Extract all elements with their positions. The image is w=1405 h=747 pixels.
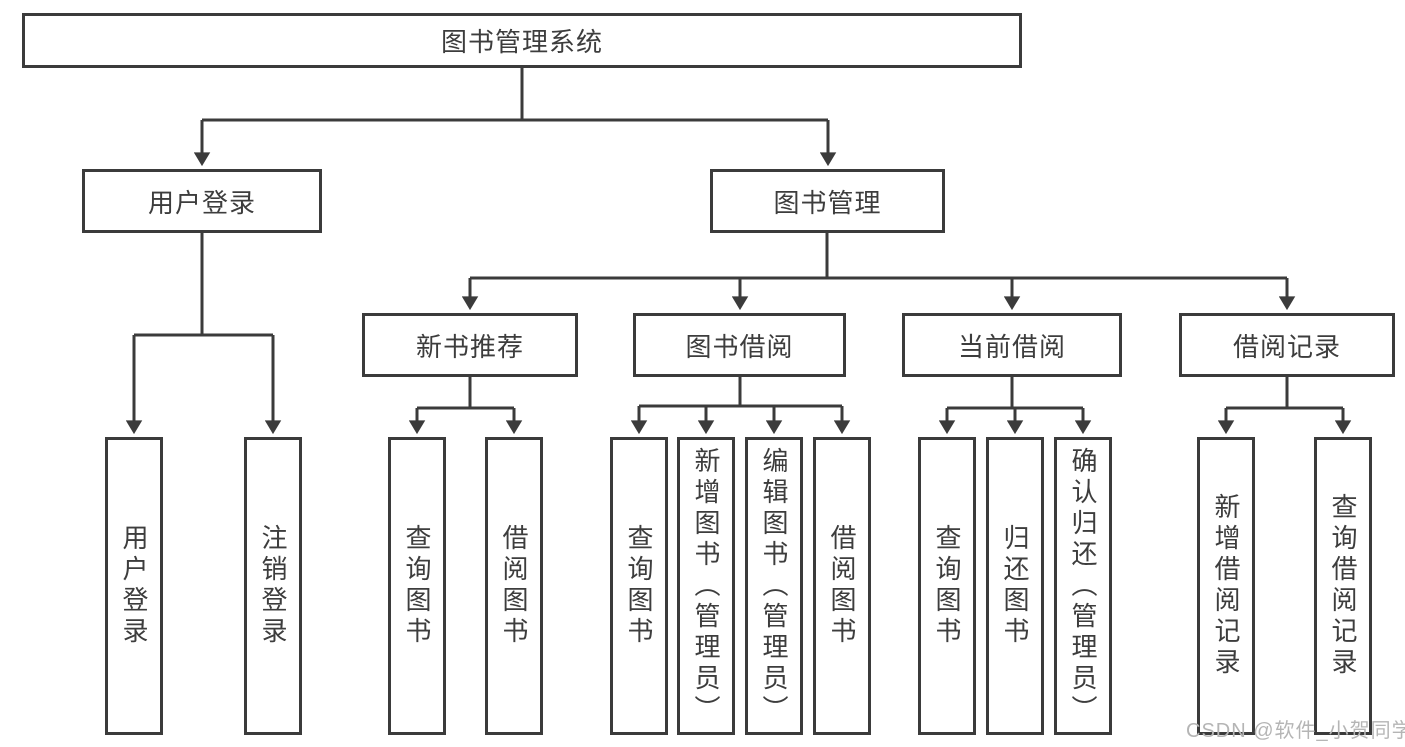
node-label: 查询图书 [932, 524, 962, 648]
node-label: 查询借阅记录 [1328, 493, 1358, 679]
node-label: 新书推荐 [415, 331, 524, 362]
node-label: 注销登录 [258, 524, 288, 648]
node-label: 归还图书 [1000, 524, 1030, 648]
csdn-watermark: CSDN @软件_小贺同学 [1186, 720, 1405, 742]
node-label: 图书借阅 [685, 331, 794, 362]
leaf-records-query-record: 查询借阅记录 [1314, 437, 1372, 735]
node-label: 确认归还（管理员） [1068, 446, 1098, 726]
leaf-borrow-add-books-admin: 新增图书（管理员） [677, 437, 735, 735]
node-label: 用户登录 [119, 524, 149, 648]
node-label: 新增借阅记录 [1211, 493, 1241, 679]
node-label: 借阅图书 [827, 524, 857, 648]
leaf-current-return-books: 归还图书 [986, 437, 1044, 735]
leaf-current-query-books: 查询图书 [918, 437, 976, 735]
leaf-current-confirm-return-admin: 确认归还（管理员） [1054, 437, 1112, 735]
node-current-borrow: 当前借阅 [902, 313, 1122, 377]
node-user-login: 用户登录 [82, 169, 322, 233]
leaf-borrow-query-books: 查询图书 [610, 437, 668, 735]
node-borrow-records: 借阅记录 [1179, 313, 1395, 377]
leaf-recommend-query-books: 查询图书 [388, 437, 446, 735]
leaf-recommend-borrow-books: 借阅图书 [485, 437, 543, 735]
node-label: 查询图书 [624, 524, 654, 648]
node-new-book-recommend: 新书推荐 [362, 313, 578, 377]
leaf-records-add-record: 新增借阅记录 [1197, 437, 1255, 735]
node-label: 当前借阅 [957, 331, 1066, 362]
leaf-logout: 注销登录 [244, 437, 302, 735]
node-book-management: 图书管理 [710, 169, 945, 233]
node-label: 借阅记录 [1232, 331, 1341, 362]
node-label: 借阅图书 [499, 524, 529, 648]
node-label: 用户登录 [147, 187, 256, 218]
node-book-borrow: 图书借阅 [633, 313, 846, 377]
node-label: 编辑图书（管理员） [759, 446, 789, 726]
node-label: 新增图书（管理员） [691, 446, 721, 726]
leaf-user-login: 用户登录 [105, 437, 163, 735]
leaf-borrow-edit-books-admin: 编辑图书（管理员） [745, 437, 803, 735]
node-label: 图书管理 [773, 187, 882, 218]
leaf-borrow-borrow-books: 借阅图书 [813, 437, 871, 735]
node-library-management-system: 图书管理系统 [22, 13, 1022, 68]
node-label: 查询图书 [402, 524, 432, 648]
node-label: 图书管理系统 [440, 27, 603, 57]
